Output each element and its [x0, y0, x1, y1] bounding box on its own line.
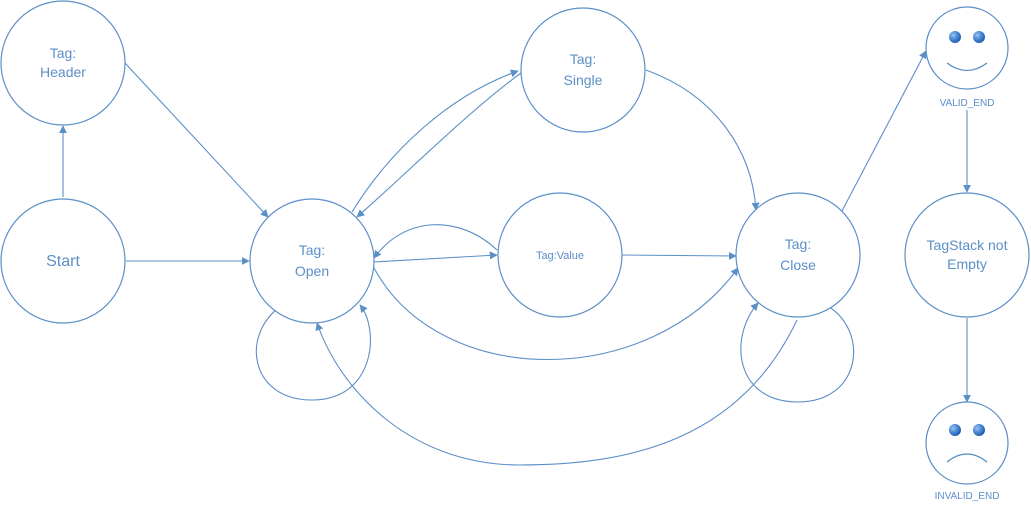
node-value-circle [497, 192, 623, 318]
node-start-circle [0, 198, 126, 324]
node-value: Tag:Value [497, 192, 623, 318]
edge-open-to-value [373, 251, 498, 263]
node-tagstack-circle [904, 192, 1030, 318]
edge-single-to-open [356, 72, 522, 218]
edge-close-self-loop [740, 302, 855, 403]
node-close-line1: Tag: [785, 236, 811, 252]
node-single: Tag: Single [520, 7, 646, 133]
edges [59, 50, 971, 466]
edge-close-to-valid-end [841, 50, 927, 212]
node-single-circle [520, 7, 646, 133]
node-valid-end: VALID_END [925, 6, 1009, 109]
edge-open-to-single [351, 69, 519, 213]
node-open-line1: Tag: [299, 242, 325, 258]
node-single-line1: Tag: [570, 51, 596, 67]
node-close-line2: Close [780, 257, 816, 273]
invalid-end-caption: INVALID_END [935, 491, 1000, 502]
node-start-label: Start [46, 253, 80, 270]
edge-value-to-open [373, 224, 498, 259]
node-open-line2: Open [295, 263, 329, 279]
node-open-circle [249, 198, 375, 324]
node-value-label: Tag:Value [536, 250, 584, 262]
node-open: Tag: Open [249, 198, 375, 324]
edge-single-to-close [645, 69, 760, 211]
edge-header-to-open [124, 62, 269, 218]
edge-close-to-open [315, 319, 798, 466]
edge-open-self-loop [255, 304, 371, 401]
node-close-circle [735, 192, 861, 318]
node-header-line2: Header [40, 64, 86, 80]
node-start: Start [0, 198, 126, 324]
node-single-line2: Single [564, 72, 603, 88]
sad-face-icon [925, 401, 1009, 485]
happy-face-icon [925, 6, 1009, 90]
node-invalid-end: INVALID_END [925, 401, 1009, 502]
valid-end-caption: VALID_END [940, 98, 995, 109]
node-header-line1: Tag: [50, 45, 76, 61]
node-tagstack: TagStack not Empty [904, 192, 1030, 318]
node-close: Tag: Close [735, 192, 861, 318]
node-tagstack-line2: Empty [947, 256, 987, 272]
node-tagstack-line1: TagStack not [927, 237, 1008, 253]
edge-value-to-close [621, 251, 737, 260]
edge-open-to-close [373, 267, 739, 360]
node-header: Tag: Header [0, 0, 126, 126]
node-header-circle [0, 0, 126, 126]
